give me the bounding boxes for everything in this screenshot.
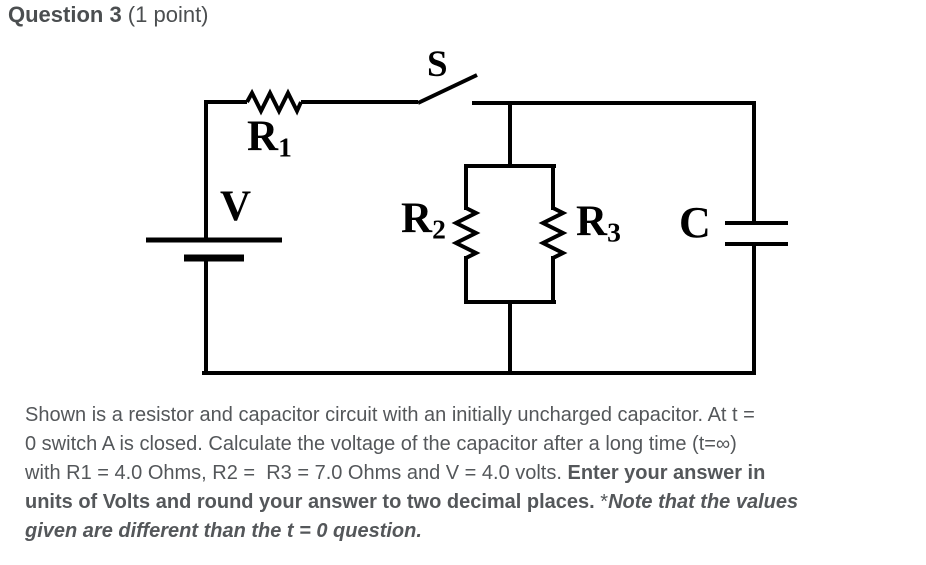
switch-blade <box>417 73 478 105</box>
question-text-segment: units of Volts and round your answer to … <box>25 491 601 513</box>
question-line: units of Volts and round your answer to … <box>25 488 923 517</box>
resistor-r1-label: R1 <box>247 115 292 161</box>
question-line: Shown is a resistor and capacitor circui… <box>25 401 923 430</box>
battery-label-text: V <box>220 183 252 230</box>
question-title: Question 3 <box>8 2 122 27</box>
question-line: given are different than the t = 0 quest… <box>25 517 923 546</box>
question-line: 0 switch A is closed. Calculate the volt… <box>25 430 923 459</box>
r3-label-sub: 3 <box>607 216 621 248</box>
question-text-segment: 0 switch A is closed. Calculate the volt… <box>25 433 737 455</box>
resistor-r1-zigzag <box>245 88 303 116</box>
r1-label-main: R <box>247 113 279 160</box>
capacitor-label-text: C <box>679 198 711 247</box>
question-text-segment: Enter your answer in <box>567 462 766 484</box>
r2-label-sub: 2 <box>432 213 446 245</box>
wire-left-top <box>204 100 247 240</box>
battery-label: V <box>220 185 251 228</box>
r2-label-main: R <box>401 195 433 242</box>
resistor-r2-zigzag <box>451 206 481 260</box>
resistor-r3-zigzag <box>538 206 568 260</box>
question-text-segment: with R1 = 4.0 Ohms, R2 = R3 = 7.0 Ohms a… <box>25 462 568 484</box>
switch-label-text: S <box>427 44 448 85</box>
r3-label-main: R <box>576 198 608 245</box>
question-text-segment: * <box>600 491 609 513</box>
question-header: Question 3 (1 point) <box>8 2 209 28</box>
question-text-segment: Note that the values <box>608 491 799 513</box>
switch-label: S <box>427 46 448 83</box>
capacitor-label: C <box>679 201 711 245</box>
question-text: Shown is a resistor and capacitor circui… <box>25 401 923 546</box>
question-line: with R1 = 4.0 Ohms, R2 = R3 = 7.0 Ohms a… <box>25 459 923 488</box>
question-points: (1 point) <box>121 2 209 27</box>
resistor-r3-label: R3 <box>576 200 621 246</box>
r1-label-sub: 1 <box>278 131 292 163</box>
resistor-r2-label: R2 <box>401 197 446 243</box>
question-text-segment: given are different than the t = 0 quest… <box>25 520 422 542</box>
question-text-segment: Shown is a resistor and capacitor circui… <box>25 404 755 426</box>
